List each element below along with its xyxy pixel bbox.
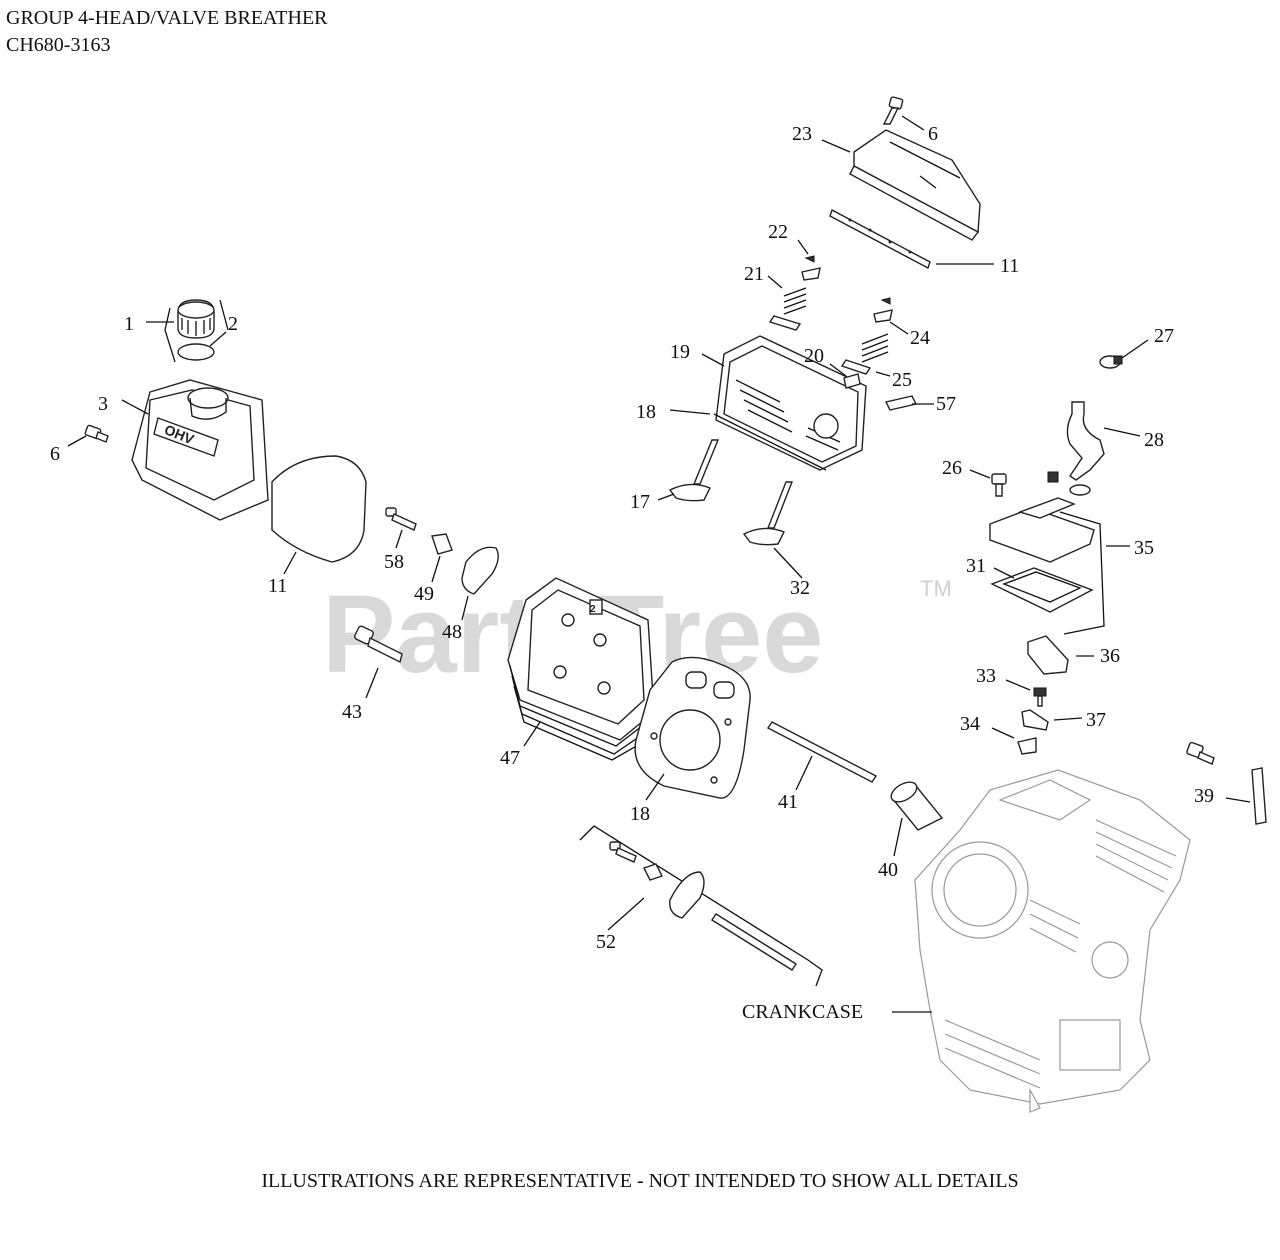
breather-hose xyxy=(1066,401,1105,481)
rocker-kit-group xyxy=(579,825,823,987)
label-23: 23 xyxy=(792,123,812,145)
label-32: 32 xyxy=(790,577,810,599)
cover-screw xyxy=(84,424,109,443)
breather-gasket xyxy=(990,567,1094,613)
label-26: 26 xyxy=(942,457,962,479)
breather-filter xyxy=(1027,635,1069,675)
breather-kit-bracket xyxy=(1059,511,1105,635)
label-47: 47 xyxy=(500,747,520,769)
valve-seal xyxy=(843,373,861,389)
label-crankcase: CRANKCASE xyxy=(742,1001,863,1023)
rocker-stud xyxy=(385,507,417,531)
valve-spring xyxy=(768,287,889,375)
label-52: 52 xyxy=(596,931,616,953)
label-40: 40 xyxy=(878,859,898,881)
push-rod xyxy=(766,721,878,783)
label-28: 28 xyxy=(1144,429,1164,451)
footer-disclaimer: ILLUSTRATIONS ARE REPRESENTATIVE - NOT I… xyxy=(261,1170,1019,1192)
label-36: 36 xyxy=(1100,645,1120,667)
label-21: 21 xyxy=(744,263,764,285)
label-20: 20 xyxy=(804,345,824,367)
valve-tappet xyxy=(890,781,944,831)
label-22: 22 xyxy=(768,221,788,243)
breather-tube-strip xyxy=(829,208,931,270)
breather-clip xyxy=(1021,709,1049,731)
breather-gasket-line xyxy=(713,413,827,471)
label-37: 37 xyxy=(1086,709,1106,731)
label-58: 58 xyxy=(384,551,404,573)
crankcase-illustration xyxy=(914,769,1191,1113)
head-bolt xyxy=(354,625,403,664)
oil-fill-cap xyxy=(164,299,229,363)
breather-cover xyxy=(849,129,981,241)
hose-clamp xyxy=(1099,355,1123,369)
label-18-breather-gasket: 18 xyxy=(636,401,656,423)
label-6-cover-screw: 6 xyxy=(50,443,60,465)
breather-reed xyxy=(884,395,918,411)
label-34: 34 xyxy=(960,713,980,735)
breather-screw xyxy=(991,473,1007,497)
bracket-bolt xyxy=(1186,741,1215,765)
label-6-cover-bolt: 6 xyxy=(928,123,938,145)
label-19: 19 xyxy=(670,341,690,363)
label-24: 24 xyxy=(910,327,930,349)
label-11-strip: 11 xyxy=(1000,255,1019,277)
breather-housing xyxy=(715,335,867,471)
label-49: 49 xyxy=(414,583,434,605)
watermark-trademark: TM xyxy=(920,576,952,601)
label-35: 35 xyxy=(1134,537,1154,559)
filter-screw xyxy=(1033,687,1047,707)
diagram-title: GROUP 4-HEAD/VALVE BREATHER xyxy=(6,7,328,29)
label-27: 27 xyxy=(1154,325,1174,347)
head-gasket xyxy=(634,656,751,799)
label-31: 31 xyxy=(966,555,986,577)
cover-gasket xyxy=(271,455,367,563)
label-17: 17 xyxy=(630,491,650,513)
breather-cover-assembly xyxy=(989,471,1095,563)
label-41: 41 xyxy=(778,791,798,813)
lifting-bracket xyxy=(1251,767,1267,825)
label-3: 3 xyxy=(98,393,108,415)
label-1: 1 xyxy=(124,313,134,335)
exhaust-valve xyxy=(742,481,794,546)
label-25: 25 xyxy=(892,369,912,391)
svg-text:2: 2 xyxy=(590,604,596,615)
label-48: 48 xyxy=(442,621,462,643)
rocker-pivot xyxy=(431,533,453,555)
label-57: 57 xyxy=(936,393,956,415)
model-number: CH680-3163 xyxy=(6,34,111,56)
valve-retainer xyxy=(801,255,893,323)
label-11-gasket: 11 xyxy=(268,575,287,597)
label-33: 33 xyxy=(976,665,996,687)
leader-lines xyxy=(67,115,1251,1013)
label-2: 2 xyxy=(228,313,238,335)
label-18-head-gasket: 18 xyxy=(630,803,650,825)
cover-bolt xyxy=(882,96,904,125)
label-39: 39 xyxy=(1194,785,1214,807)
part-labels: 1 2 3 6 11 58 49 48 43 47 18 52 41 40 32… xyxy=(50,123,1214,1023)
breather-plate xyxy=(1017,737,1037,755)
rocker-arm xyxy=(461,546,499,595)
cylinder-head: 2 xyxy=(507,577,655,761)
label-43: 43 xyxy=(342,701,362,723)
o-ring xyxy=(177,343,215,361)
valve-cover: OHV xyxy=(131,379,269,521)
intake-valve xyxy=(668,439,720,502)
